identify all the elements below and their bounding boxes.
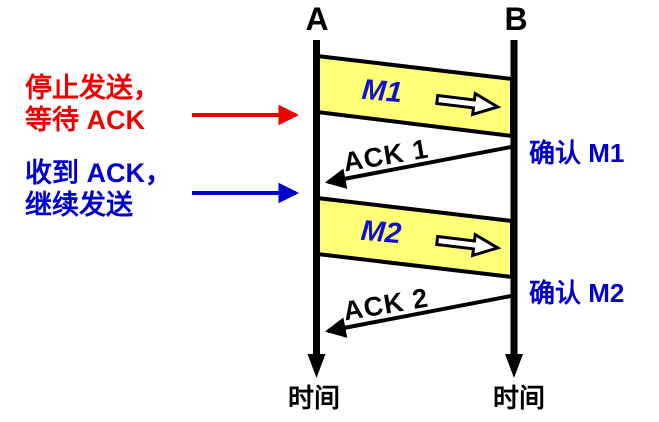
receiver-time-axis-label: 时间 — [492, 383, 546, 413]
resume-note-line1: 收到 ACK， — [25, 158, 172, 188]
confirm-m2-label: 确认 M2 — [529, 278, 625, 308]
stop-note-line2: 等待 ACK — [25, 105, 145, 135]
sender-time-axis-label: 时间 — [287, 383, 341, 413]
stop-note-line1: 停止发送， — [25, 73, 160, 103]
resume-note-line2: 继续发送 — [25, 190, 133, 220]
resume-note: 收到 ACK， 继续发送 — [25, 157, 172, 221]
stop-note: 停止发送， 等待 ACK — [25, 72, 160, 136]
m2-direction-arrow-icon — [435, 232, 502, 258]
m1-direction-arrow-icon — [435, 91, 502, 117]
ack1-arrow — [324, 145, 512, 189]
ack2-arrow — [324, 294, 512, 338]
m1-frame-label: M1 — [360, 73, 404, 110]
receiver-timeline-arrowhead — [505, 354, 523, 378]
host-a-label: A — [305, 1, 329, 37]
m2-frame-label: M2 — [359, 214, 403, 251]
confirm-m1-label: 确认 M1 — [529, 138, 625, 168]
m1-frame-band — [315, 53, 514, 139]
sender-timeline-arrowhead — [307, 354, 326, 378]
host-b-label: B — [504, 1, 528, 37]
